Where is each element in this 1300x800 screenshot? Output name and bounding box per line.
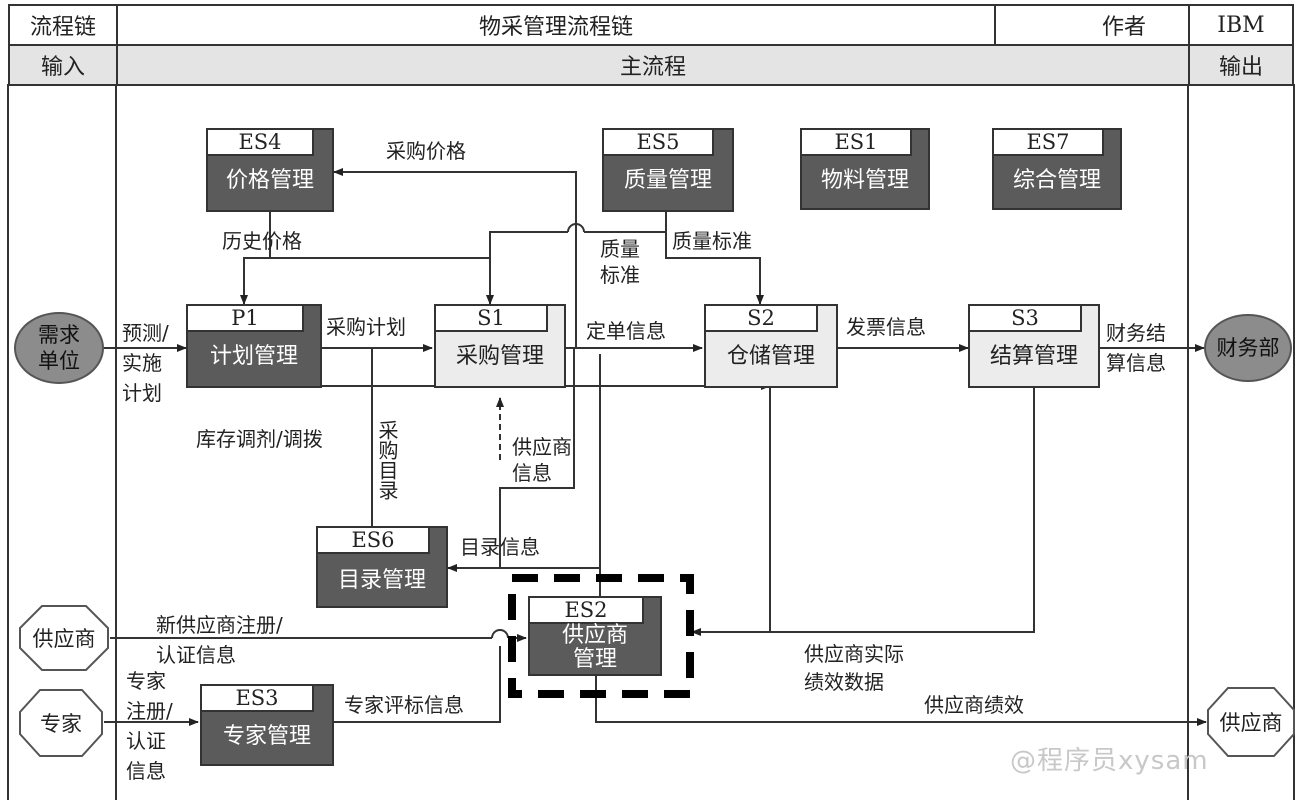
- expert-input-label: 专家: [40, 712, 82, 736]
- box-es2-title: 供应商 管理: [561, 623, 628, 672]
- box-es7-title: 综合管理: [1012, 168, 1101, 193]
- label-quality-standard-b: 质量标准: [672, 229, 752, 253]
- box-s2-title: 仓储管理: [726, 344, 815, 369]
- box-s1-code: S1: [436, 306, 548, 332]
- header-main-process: 主流程: [116, 44, 1190, 86]
- box-s3-title: 结算管理: [989, 344, 1078, 369]
- box-es5: ES5 质量管理: [602, 128, 734, 212]
- header-output-text: 输出: [1218, 55, 1263, 80]
- box-s2-code: S2: [706, 306, 818, 332]
- header-input: 输入: [8, 44, 118, 86]
- label-supplier-perf-data: 供应商实际 绩效数据: [804, 642, 904, 694]
- header-process-chain: 流程链: [8, 4, 118, 46]
- label-stock-adjust: 库存调剂/调拨: [196, 427, 323, 451]
- label-forecast-plan: 预测/ 实施 计划: [122, 321, 169, 405]
- supplier-input-label: 供应商: [32, 627, 96, 651]
- label-finance-settle: 财务结 算信息: [1106, 321, 1166, 375]
- box-es3-code: ES3: [202, 686, 314, 712]
- label-historical-price: 历史价格: [222, 229, 302, 253]
- label-supplier-info: 供应商 信息: [512, 435, 572, 485]
- box-es6: ES6 目录管理: [316, 526, 448, 608]
- box-s1-title: 采购管理: [455, 344, 544, 369]
- box-es1: ES1 物料管理: [800, 128, 930, 210]
- box-es7: ES7 综合管理: [992, 128, 1122, 210]
- label-new-supplier: 新供应商注册/ 认证信息: [156, 613, 283, 667]
- label-expert-register: 专家 注册/ 认证 信息: [126, 669, 173, 783]
- header-ibm: IBM: [1188, 4, 1294, 46]
- box-s2: S2 仓储管理: [704, 304, 838, 388]
- box-es3: ES3 专家管理: [200, 684, 334, 766]
- box-s3-code: S3: [970, 306, 1082, 332]
- box-es5-code: ES5: [604, 130, 714, 156]
- box-es4-title: 价格管理: [225, 168, 314, 193]
- box-es4-code: ES4: [208, 130, 314, 156]
- box-es1-code: ES1: [802, 130, 912, 156]
- box-es5-title: 质量管理: [623, 168, 712, 193]
- demand-unit-label: 需求 单位: [38, 323, 80, 373]
- label-purchase-catalog: 采购目录: [375, 420, 399, 500]
- label-purchase-plan: 采购计划: [326, 315, 406, 339]
- finance-dept-node: 财务部: [1204, 314, 1292, 382]
- box-es1-title: 物料管理: [820, 168, 909, 193]
- box-s3: S3 结算管理: [968, 304, 1100, 388]
- box-es3-title: 专家管理: [222, 724, 311, 749]
- label-invoice-info: 发票信息: [846, 315, 926, 339]
- box-es6-title: 目录管理: [337, 568, 426, 593]
- label-order-info: 定单信息: [586, 319, 666, 343]
- label-quality-standard-a: 质量 标准: [600, 237, 640, 287]
- box-es2: ES2 供应商 管理: [528, 596, 662, 676]
- box-p1-code: P1: [188, 306, 304, 332]
- header-title-text: 物采管理流程链: [478, 15, 633, 40]
- header-input-text: 输入: [40, 55, 85, 80]
- watermark: @程序员xysam: [1010, 746, 1209, 776]
- label-expert-eval: 专家评标信息: [344, 693, 464, 717]
- label-catalog-info: 目录信息: [460, 535, 540, 559]
- header-output: 输出: [1188, 44, 1294, 86]
- supplier-input-node: 供应商: [18, 604, 110, 672]
- header-ibm-text: IBM: [1217, 12, 1265, 38]
- header-main-process-text: 主流程: [619, 55, 686, 80]
- box-p1-title: 计划管理: [209, 344, 298, 369]
- expert-input-node: 专家: [18, 688, 104, 758]
- demand-unit-node: 需求 单位: [14, 312, 104, 384]
- box-es6-code: ES6: [318, 528, 430, 554]
- header-author: 作者: [994, 4, 1190, 46]
- supplier-output-label: 供应商: [1219, 711, 1283, 735]
- box-s1: S1 采购管理: [434, 304, 566, 388]
- box-es7-code: ES7: [994, 130, 1104, 156]
- label-purchase-price: 采购价格: [386, 139, 466, 163]
- supplier-output-node: 供应商: [1206, 686, 1296, 758]
- finance-dept-label: 财务部: [1216, 336, 1280, 360]
- box-es2-code: ES2: [530, 598, 644, 624]
- header-process-chain-text: 流程链: [29, 15, 96, 40]
- header-author-text: 作者: [1101, 15, 1146, 40]
- box-p1: P1 计划管理: [186, 304, 322, 388]
- label-supplier-perf: 供应商绩效: [924, 693, 1024, 717]
- box-es4: ES4 价格管理: [206, 128, 334, 212]
